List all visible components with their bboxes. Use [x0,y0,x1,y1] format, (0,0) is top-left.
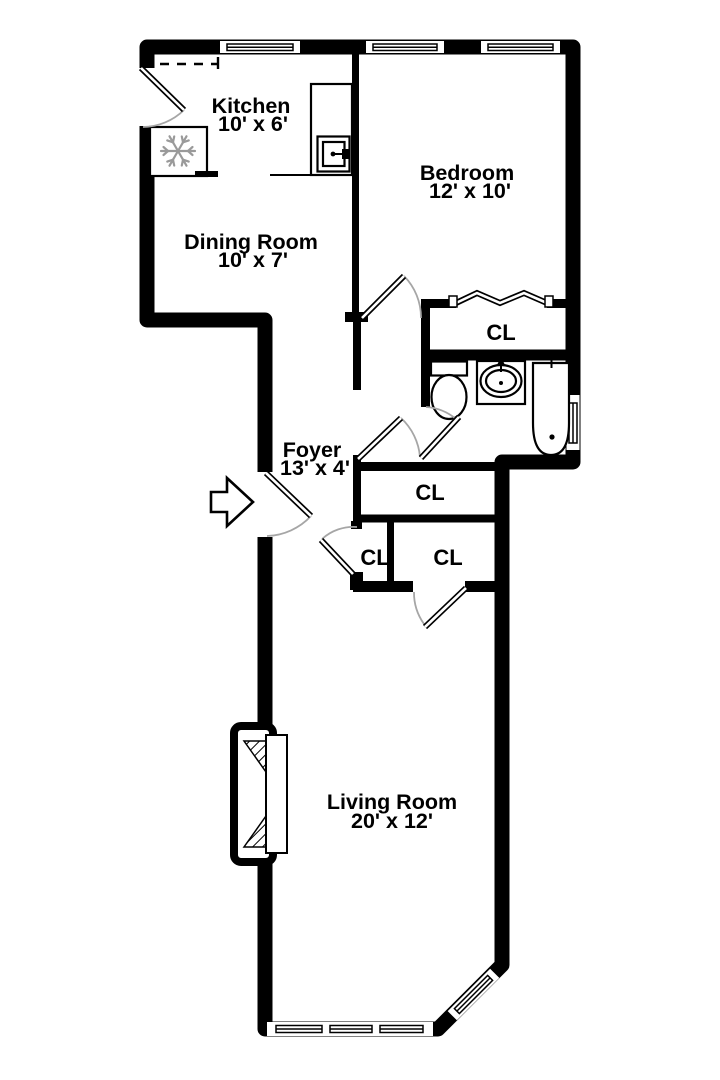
bathtub-icon [531,356,571,457]
closet-label-hall: CL [415,480,444,505]
snowflake-icon [159,135,197,167]
closet-door-right [413,585,469,630]
room-label-living-room: Living Room [327,790,457,814]
entry-arrow-icon [209,475,255,529]
entry-door [263,470,314,537]
toilet-icon [429,360,469,421]
accordion-door-icon [448,289,554,308]
room-label-dining-room: Dining Room [184,230,318,254]
closet-label-bedroom: CL [486,320,515,345]
interior-walls [345,54,578,592]
room-dims-living-room: 20' x 12' [351,809,433,833]
counter-stub [195,171,218,177]
bedroom-door [359,273,422,321]
kitchen-counter [270,82,354,177]
room-label-bedroom: Bedroom [420,161,514,185]
closet-label-foyer-left: CL [360,545,389,570]
bay-window [447,968,500,1021]
room-label-foyer: Foyer [283,438,342,462]
top-window-3 [481,41,560,53]
room-dims-kitchen: 10' x 6' [218,112,288,136]
kitchen-door [138,65,187,128]
fireplace-icon [230,722,288,866]
closet-door-left [318,526,358,577]
top-window-2 [366,41,444,53]
hall-door [355,415,421,462]
refrigerator-icon [148,125,218,178]
west-wall [139,126,273,472]
room-dims-dining-room: 10' x 7' [218,248,288,272]
cabinet-dashed-line [143,57,220,69]
bathroom-door [418,406,462,461]
sink-icon [475,357,527,406]
bottom-windows [267,1022,433,1036]
room-label-kitchen: Kitchen [212,94,291,118]
room-dims-bedroom: 12' x 10' [429,179,511,203]
stove-icon [316,135,351,173]
room-dims-foyer: 13' x 4' [280,456,350,480]
wall-cap [351,521,362,529]
hearth [265,734,288,854]
closet-label-foyer-right: CL [433,545,462,570]
top-window-1 [220,41,300,53]
